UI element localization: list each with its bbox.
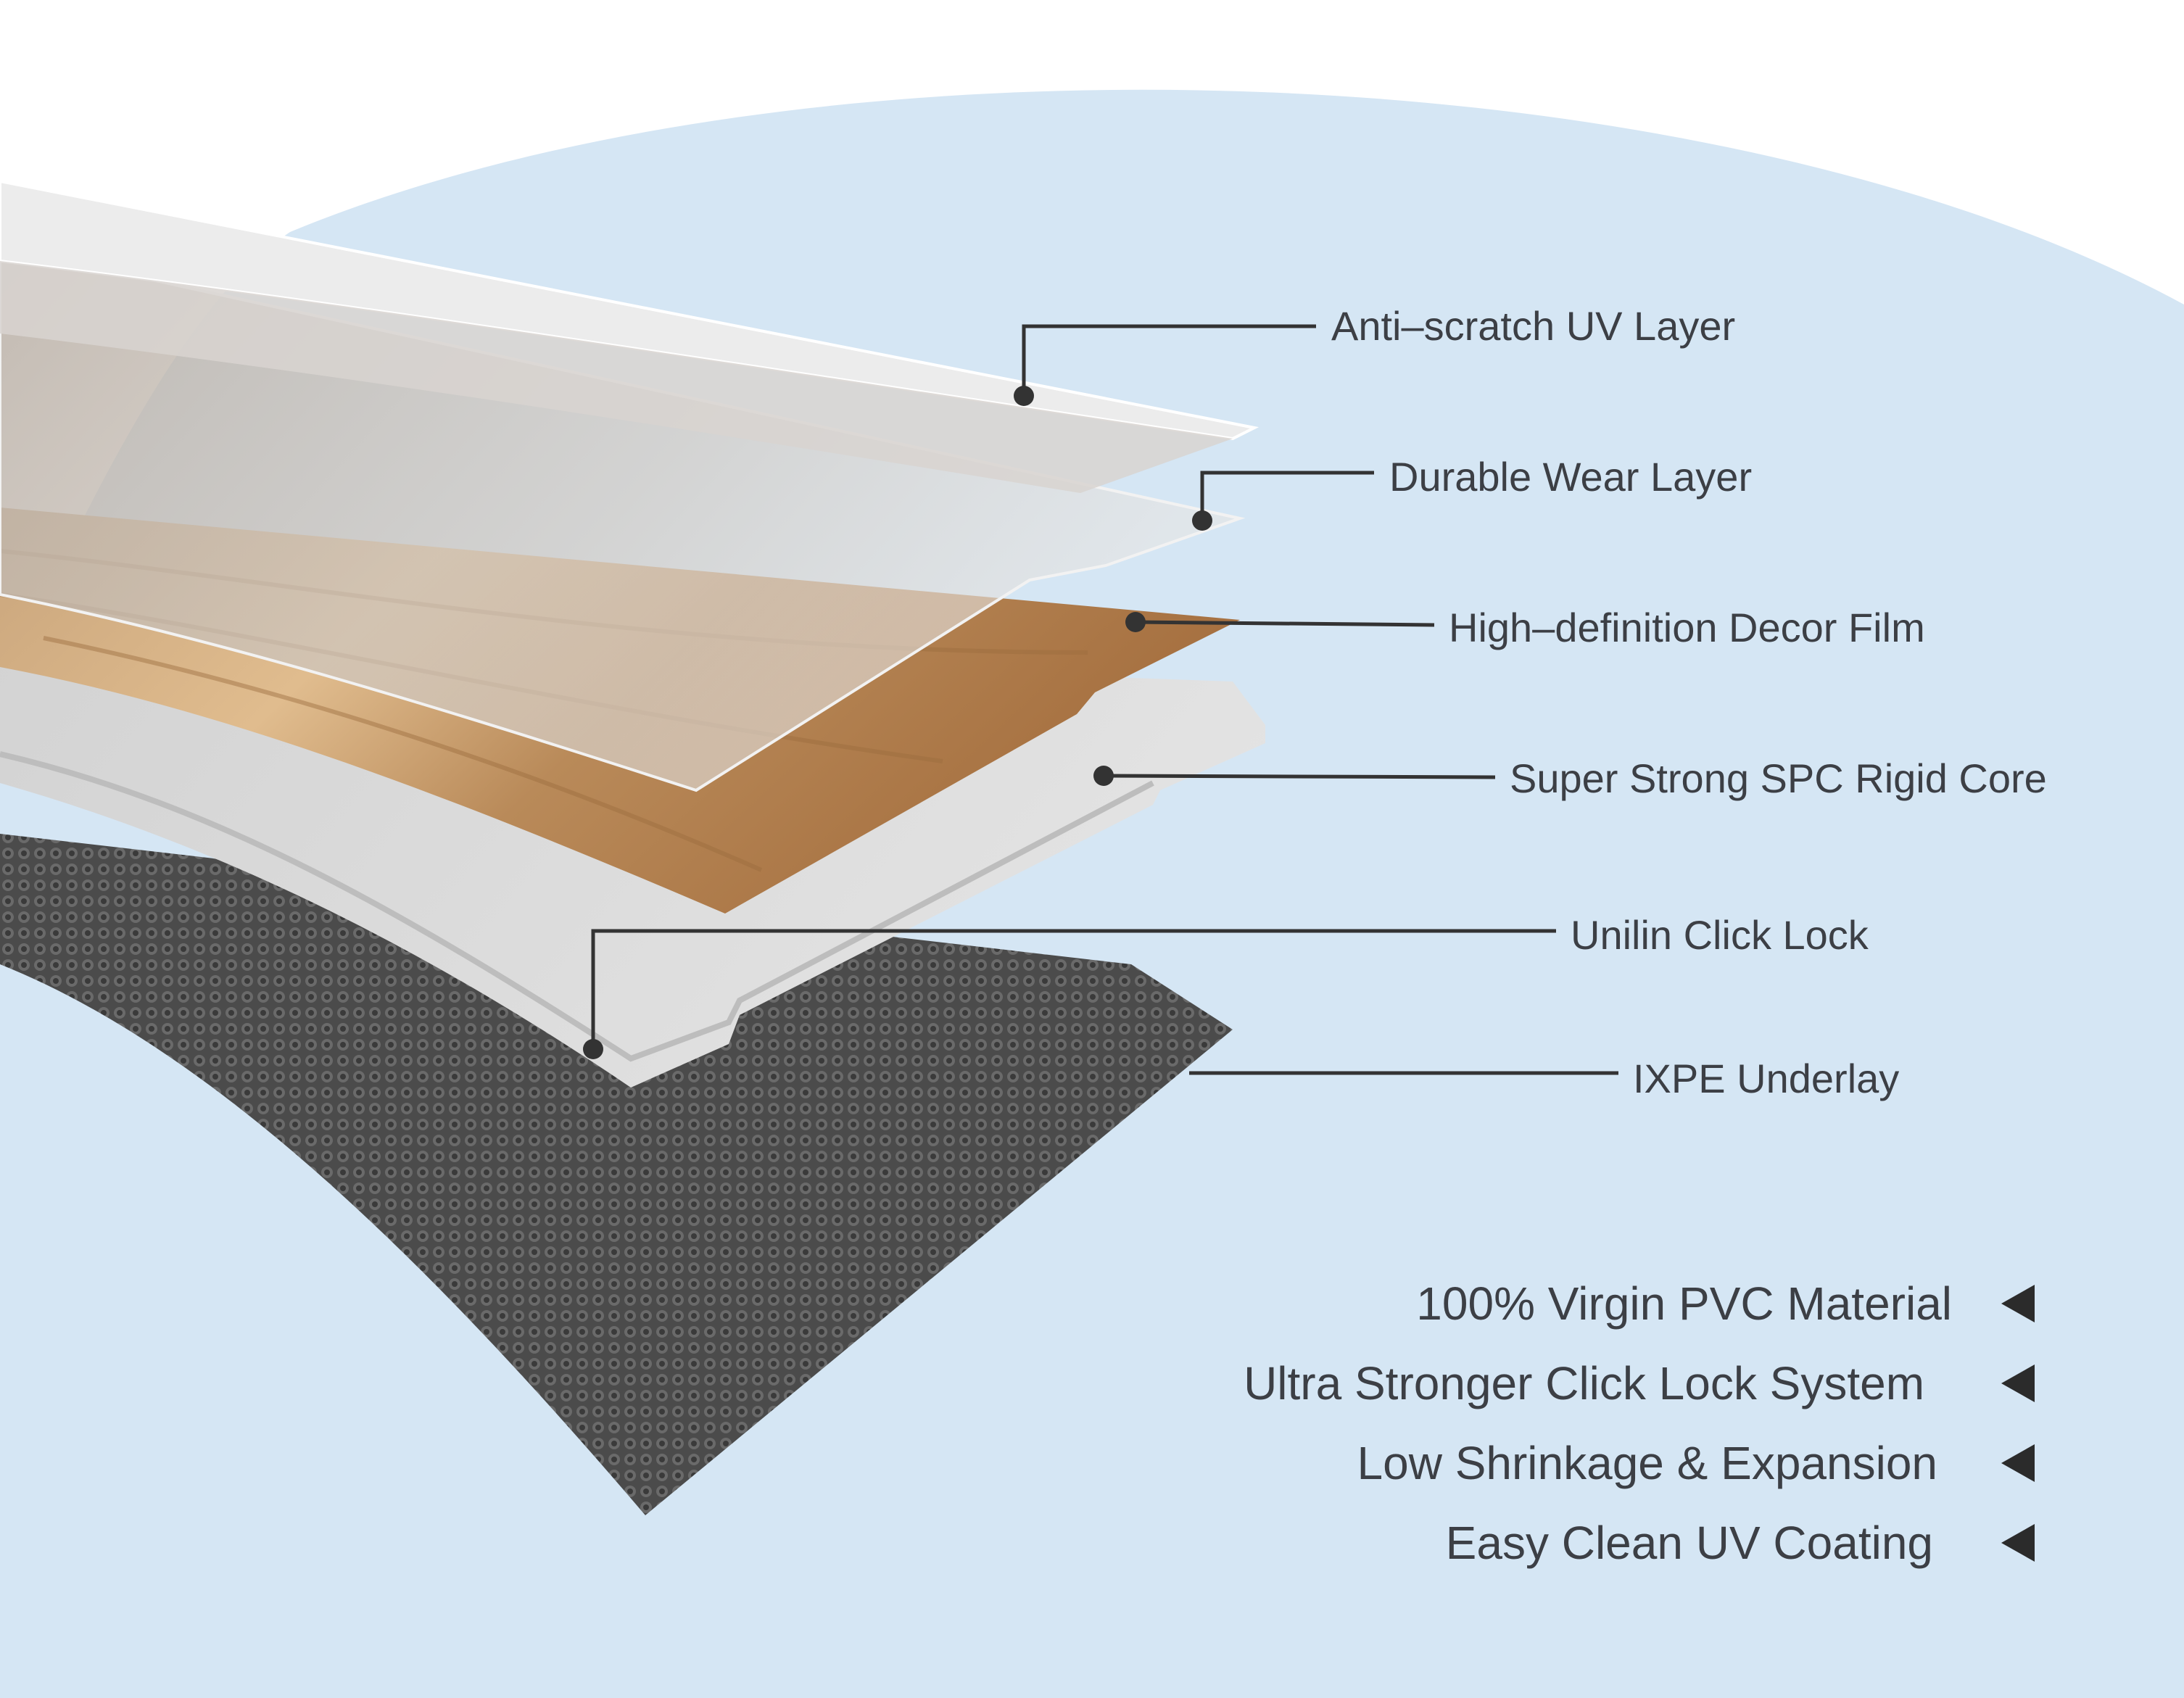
uv-layer-face bbox=[0, 261, 1233, 493]
feature-label: 100% Virgin PVC Material bbox=[1416, 1277, 1952, 1330]
callout-dot-uv bbox=[1014, 386, 1034, 406]
feature-item: Low Shrinkage & Expansion bbox=[1357, 1434, 2035, 1492]
feature-item: Easy Clean UV Coating bbox=[1446, 1514, 2035, 1572]
feature-item: 100% Virgin PVC Material bbox=[1416, 1275, 2035, 1333]
callout-line-core bbox=[1103, 774, 1496, 779]
callout-label-wear: Durable Wear Layer bbox=[1389, 454, 1753, 500]
callout-line-wear bbox=[1200, 471, 1374, 521]
callout-line-uv bbox=[1022, 324, 1316, 396]
callout-label-core: Super Strong SPC Rigid Core bbox=[1510, 755, 2047, 801]
feature-label: Ultra Stronger Click Lock System bbox=[1244, 1357, 1924, 1409]
callout-label-underlay: IXPE Underlay bbox=[1633, 1056, 1900, 1101]
feature-label: Low Shrinkage & Expansion bbox=[1357, 1437, 1938, 1489]
callout-line-decor bbox=[1135, 620, 1435, 627]
callout-dot-wear bbox=[1192, 510, 1212, 531]
ixpe-underlay-layer bbox=[0, 834, 1233, 1515]
callout-label-decor: High–definition Decor Film bbox=[1449, 605, 1925, 650]
arrow-left-icon bbox=[2001, 1444, 2035, 1482]
feature-label: Easy Clean UV Coating bbox=[1445, 1517, 1933, 1569]
arrow-left-icon bbox=[2001, 1285, 2035, 1322]
callout-dot-lock bbox=[583, 1039, 603, 1059]
arrow-left-icon bbox=[2001, 1364, 2035, 1402]
arrow-left-icon bbox=[2001, 1524, 2035, 1562]
callout-label-lock: Unilin Click Lock bbox=[1571, 912, 1869, 958]
callout-label-uv: Anti–scratch UV Layer bbox=[1331, 303, 1736, 349]
callout-lines bbox=[591, 324, 1618, 1075]
callout-dot-decor bbox=[1125, 612, 1146, 632]
wear-layer bbox=[0, 244, 1246, 792]
click-lock-edge bbox=[0, 751, 1154, 1062]
callout-line-lock bbox=[591, 929, 1556, 1049]
callout-dots bbox=[583, 386, 1212, 1059]
callout-dot-core bbox=[1093, 766, 1114, 786]
feature-item: Ultra Stronger Click Lock System bbox=[1244, 1354, 2035, 1412]
